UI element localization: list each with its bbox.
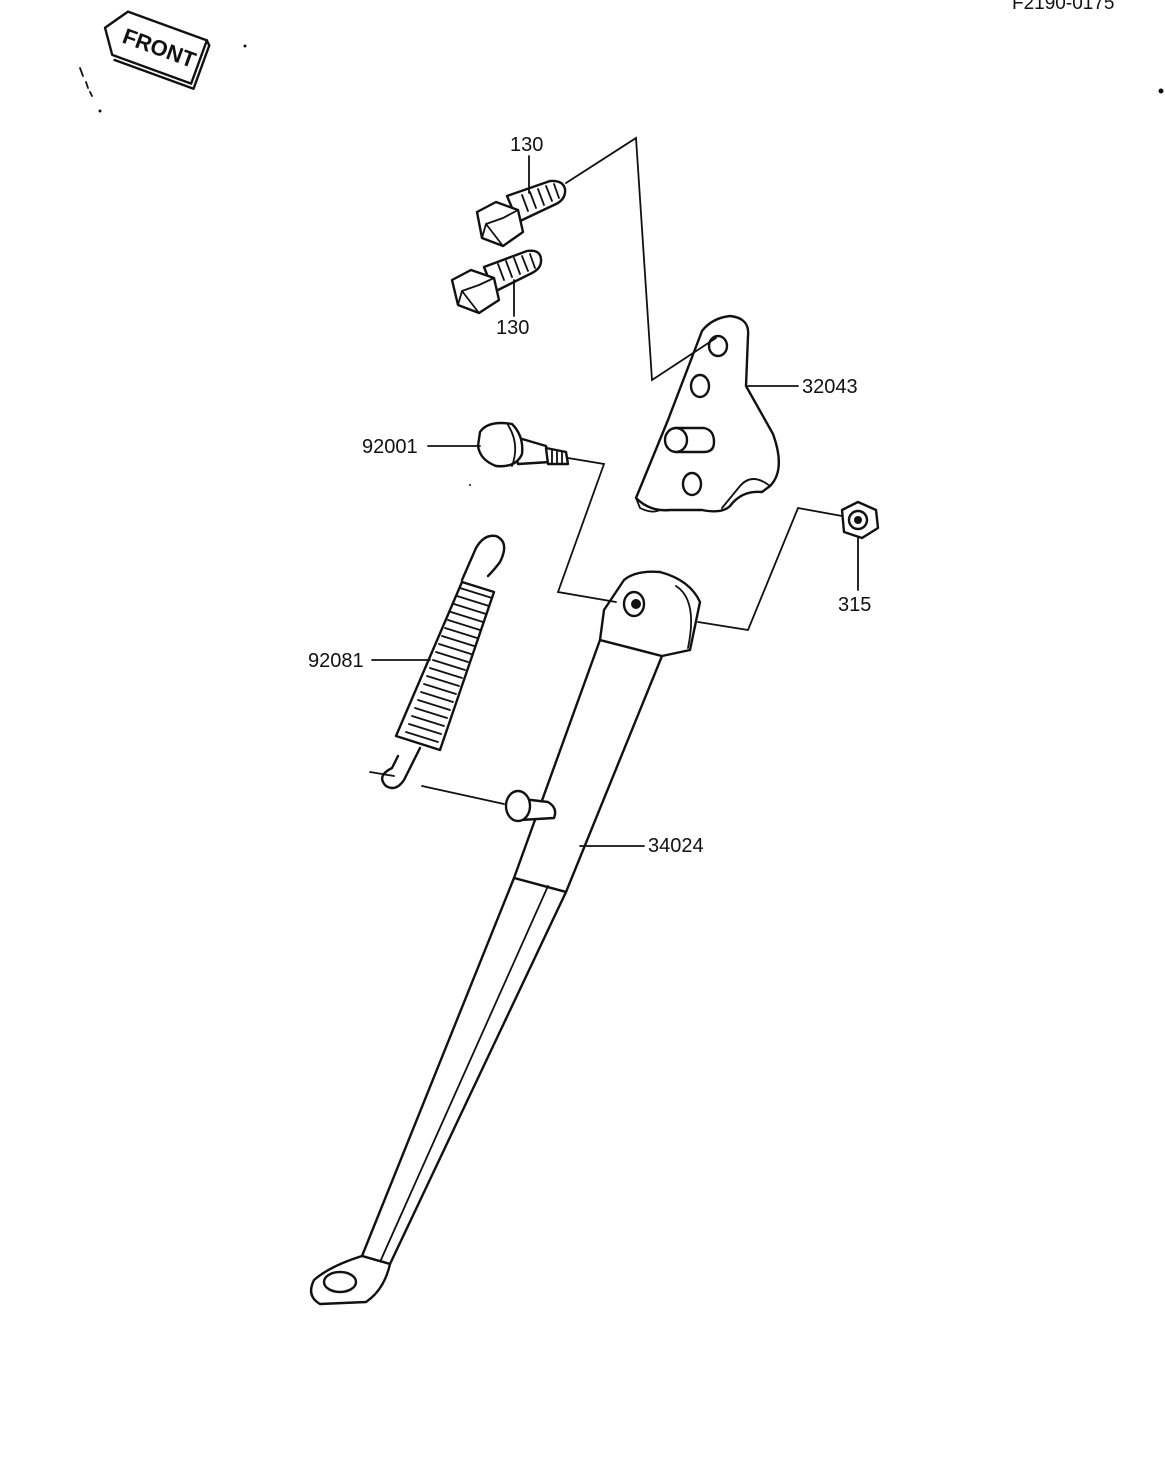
mounting-bracket-32043	[634, 314, 780, 513]
assembly-lines	[421, 136, 843, 805]
callout-leaders	[371, 155, 859, 847]
stray-marks	[79, 44, 471, 486]
part-label-130-lower: 130	[496, 317, 529, 339]
side-stand-34024	[309, 570, 702, 1306]
part-label-130-upper: 130	[510, 134, 543, 156]
part-label-34024: 34024	[648, 835, 704, 857]
part-label-92001: 92001	[362, 436, 418, 458]
drawing-code: F2190-0175	[1012, 0, 1114, 14]
pivot-bolt-92001	[476, 421, 570, 468]
part-label-32043: 32043	[802, 376, 858, 398]
part-label-92081: 92081	[308, 650, 364, 672]
part-label-315: 315	[838, 594, 871, 616]
upper-bolt-130	[475, 179, 567, 248]
speck	[1158, 88, 1164, 94]
nut-315	[840, 500, 880, 540]
lower-bolt-130	[450, 249, 543, 315]
front-arrow-badge: FRONT	[103, 10, 211, 90]
return-spring-92081	[369, 534, 506, 790]
